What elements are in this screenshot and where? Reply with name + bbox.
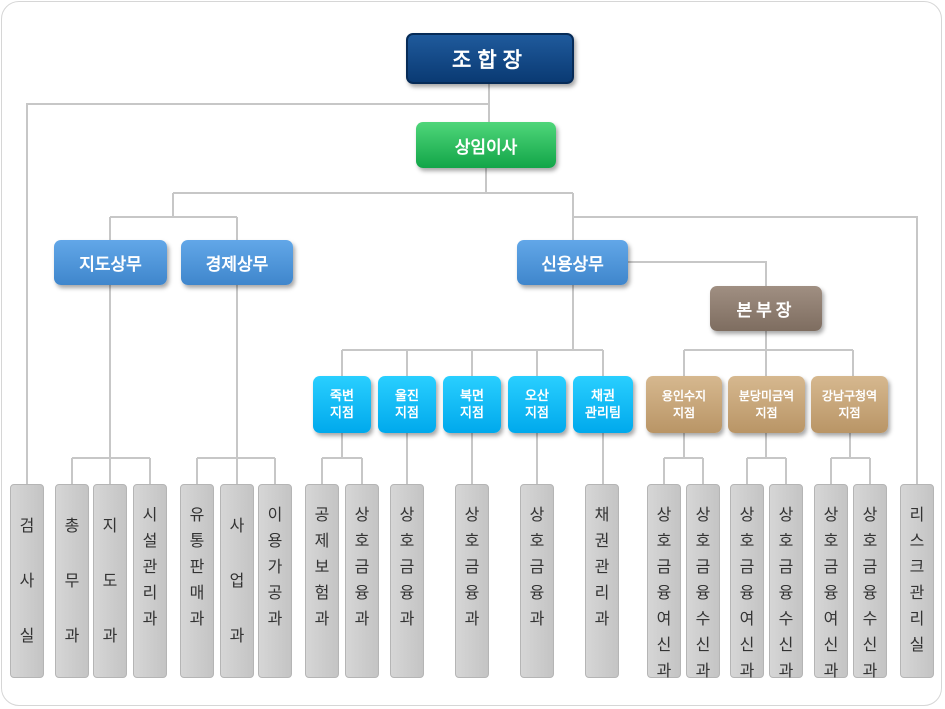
credit-division-box[interactable]: 신용상무: [517, 240, 628, 285]
hq-branch-suffix: 지점: [755, 405, 778, 420]
branch-suffix: 지점: [460, 405, 484, 421]
branch-suffix: 지점: [395, 405, 419, 421]
branch-suffix: 지점: [330, 405, 354, 421]
hq-branch-name: 분당미금역: [738, 388, 795, 403]
branch-name: 죽변: [330, 388, 354, 404]
executive-director-box[interactable]: 상임이사: [416, 122, 556, 168]
branch-name: 북면: [460, 388, 484, 404]
headquarters-head-label: 본부장: [736, 301, 796, 321]
guidance-division-box[interactable]: 지도상무: [54, 240, 167, 285]
credit-division-label: 신용상무: [541, 255, 604, 275]
hq-branch-suffix: 지점: [838, 405, 861, 420]
president-label: 조합장: [452, 47, 528, 72]
branch-name: 오산: [525, 388, 549, 404]
economic-division-label: 경제상무: [205, 255, 269, 275]
economic-division-box[interactable]: 경제상무: [181, 240, 293, 285]
branch-name: 채권: [591, 388, 615, 404]
hq-branch-suffix: 지점: [672, 405, 696, 420]
executive-director-label: 상임이사: [454, 137, 518, 158]
hq-branch-name: 강남구청역: [821, 388, 878, 403]
branch-suffix: 지점: [525, 405, 549, 421]
guidance-division-label: 지도상무: [79, 255, 142, 275]
president-box[interactable]: 조합장: [406, 33, 574, 84]
branch-suffix: 관리팀: [585, 405, 621, 421]
headquarters-head-box[interactable]: 본부장: [710, 286, 822, 331]
hq-branch-name: 용인수지: [661, 388, 707, 403]
branch-name: 울진: [395, 388, 419, 404]
